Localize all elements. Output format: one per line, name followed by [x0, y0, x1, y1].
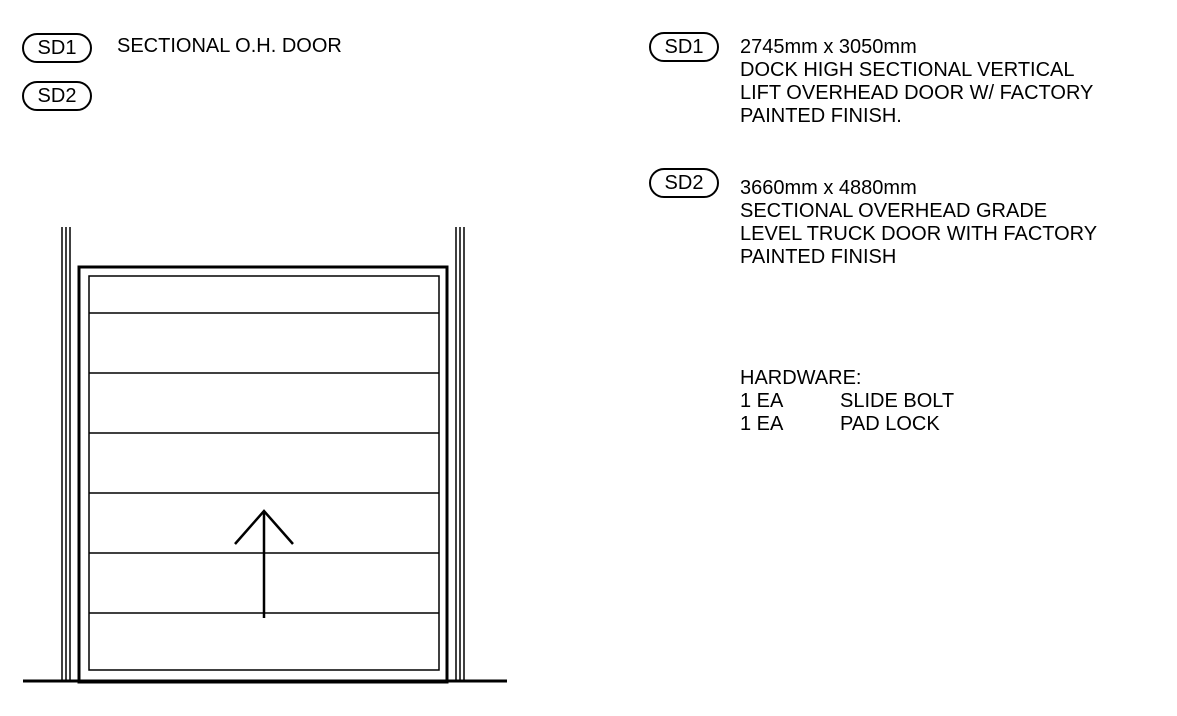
legend-tag-sd1: SD1	[22, 33, 92, 63]
schedule-sd2-block: 3660mm x 4880mm SECTIONAL OVERHEAD GRADE…	[740, 177, 1097, 269]
schedule-sd2-desc-line: PAINTED FINISH	[740, 246, 897, 268]
schedule-sd2-desc-line: SECTIONAL OVERHEAD GRADE	[740, 200, 1048, 222]
schedule-tag-sd2: SD2	[649, 168, 719, 198]
hardware-title: HARDWARE:	[740, 367, 862, 389]
hardware-row: 1 EA SLIDE BOLT	[740, 390, 954, 413]
schedule-tag-sd1: SD1	[649, 32, 719, 62]
schedule-sd1-desc-line: PAINTED FINISH.	[740, 105, 902, 127]
door-frame-inner	[88, 275, 440, 671]
legend-label-sd1: SECTIONAL O.H. DOOR	[117, 35, 342, 57]
hardware-block: HARDWARE: 1 EA SLIDE BOLT 1 EA PAD LOCK	[740, 367, 954, 436]
schedule-sd2-size: 3660mm x 4880mm	[740, 177, 917, 199]
hardware-row: 1 EA PAD LOCK	[740, 413, 954, 436]
legend-tag-sd2: SD2	[22, 81, 92, 111]
schedule-sd1-size: 2745mm x 3050mm	[740, 36, 917, 58]
schedule-sd2-desc-line: LEVEL TRUCK DOOR WITH FACTORY	[740, 223, 1098, 245]
hardware-item: SLIDE BOLT	[840, 390, 955, 412]
hardware-item: PAD LOCK	[840, 413, 940, 435]
hardware-qty: 1 EA	[740, 390, 784, 412]
schedule-sd1-desc-line: DOCK HIGH SECTIONAL VERTICAL	[740, 59, 1075, 81]
lift-arrow-head	[234, 509, 294, 545]
schedule-sd1-block: 2745mm x 3050mm DOCK HIGH SECTIONAL VERT…	[740, 36, 1093, 128]
door-frame-outer	[77, 265, 449, 684]
schedule-sd1-desc-line: LIFT OVERHEAD DOOR W/ FACTORY	[740, 82, 1094, 104]
hardware-qty: 1 EA	[740, 413, 784, 435]
